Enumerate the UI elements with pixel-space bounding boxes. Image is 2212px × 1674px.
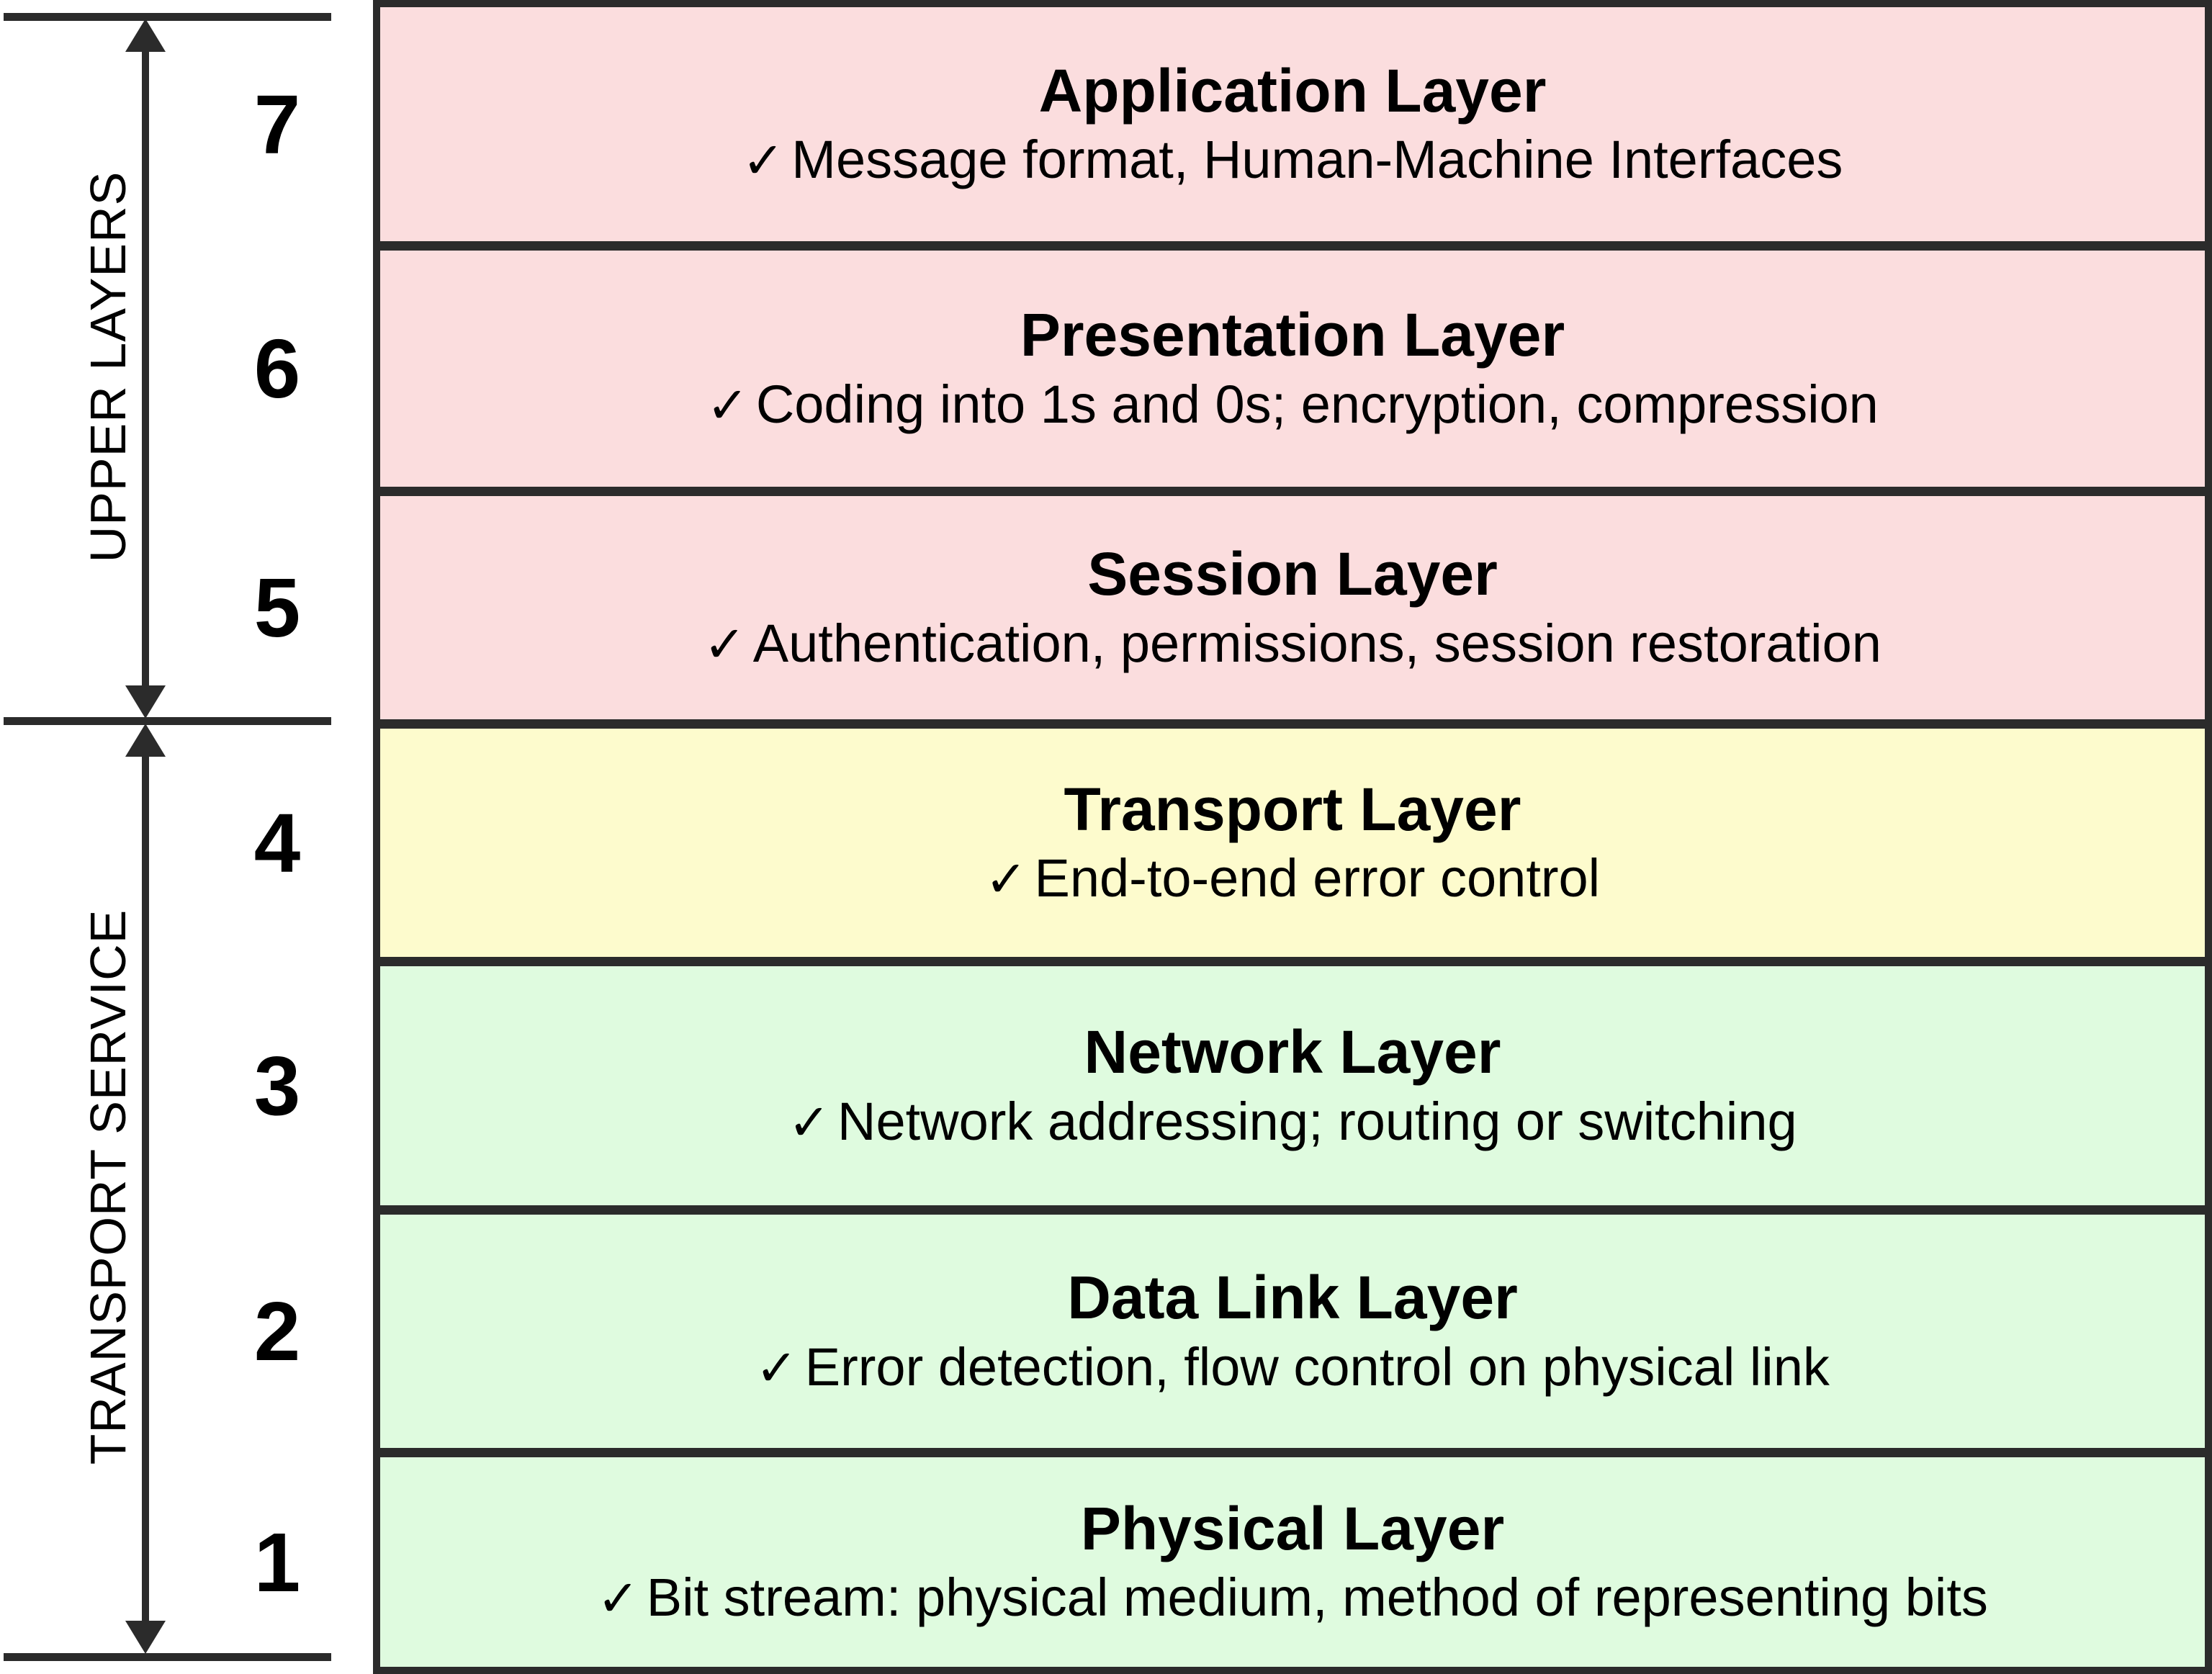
double-headed-arrow-icon [120, 19, 168, 719]
layer-description-text: Authentication, permissions, session res… [752, 613, 1881, 673]
bracket-label-transport-service: TRANSPORT SERVICE [0, 899, 216, 1479]
layer-title: Session Layer [1087, 540, 1498, 608]
arrow-head-down-icon [125, 1621, 166, 1654]
layer-description-text: End-to-end error control [1034, 848, 1601, 909]
divider-top [4, 13, 331, 21]
check-icon: ✓ [984, 851, 1028, 908]
layer-title: Network Layer [1084, 1018, 1501, 1086]
bracket-group-upper-layers: UPPER LAYERS [0, 19, 216, 719]
layer-description: ✓End-to-end error control [985, 850, 1600, 906]
check-icon: ✓ [703, 616, 746, 672]
bracket-group-transport-service: TRANSPORT SERVICE [0, 724, 216, 1654]
layer-description: ✓Authentication, permissions, session re… [703, 616, 1881, 672]
layer-description: ✓Network addressing; routing or switchin… [788, 1094, 1797, 1150]
layer-description: ✓Bit stream: physical medium, method of … [597, 1570, 1988, 1626]
check-icon: ✓ [742, 132, 785, 189]
layer-title: Presentation Layer [1020, 301, 1565, 369]
arrow-shaft [142, 734, 149, 1644]
layer-stack: Application Layer✓Message format, Human-… [373, 0, 2212, 1674]
layer-description-text: Error detection, flow control on physica… [804, 1336, 1830, 1397]
arrow-shaft [142, 29, 149, 708]
check-icon: ✓ [597, 1570, 639, 1627]
layer-number-6: 6 [253, 322, 301, 415]
layer-row-1[interactable]: Physical Layer ✓Bit stream: physical medi… [373, 1450, 2212, 1674]
layer-title: Data Link Layer [1067, 1264, 1518, 1332]
layer-description: ✓Error detection, flow control on physic… [755, 1339, 1830, 1395]
layer-number-3: 3 [253, 1039, 301, 1133]
layer-row-4[interactable]: Transport Layer ✓End-to-end error control [373, 721, 2212, 964]
layer-row-7[interactable]: Application Layer ✓Message format, Human-… [373, 0, 2212, 248]
layer-number-5: 5 [253, 561, 301, 654]
check-icon: ✓ [706, 377, 749, 433]
double-headed-arrow-icon [120, 724, 168, 1654]
layer-description: ✓Coding into 1s and 0s; encryption, comp… [706, 377, 1879, 433]
check-icon: ✓ [755, 1339, 798, 1396]
layer-row-5[interactable]: Session Layer ✓Authentication, permission… [373, 489, 2212, 726]
layer-description-text: Network addressing; routing or switching [837, 1091, 1797, 1151]
layer-number-7: 7 [253, 77, 301, 171]
divider-bottom [4, 1653, 331, 1661]
layer-number-column: 7 6 5 4 3 2 1 [216, 0, 338, 1674]
divider-middle [4, 717, 331, 725]
layer-title: Physical Layer [1080, 1494, 1505, 1562]
bracket-column: UPPER LAYERS TRANSPORT SERVICE [0, 0, 338, 1674]
layer-title: Application Layer [1038, 56, 1547, 125]
layer-description: ✓Message format, Human-Machine Interface… [742, 132, 1843, 188]
layer-row-2[interactable]: Data Link Layer ✓Error detection, flow co… [373, 1207, 2212, 1455]
layer-description-text: Message format, Human-Machine Interfaces [791, 130, 1843, 190]
layer-description-text: Bit stream: physical medium, method of r… [646, 1567, 1988, 1628]
layer-row-6[interactable]: Presentation Layer ✓Coding into 1s and 0s… [373, 243, 2212, 494]
bracket-label-upper-layers: UPPER LAYERS [0, 161, 216, 577]
layer-number-1: 1 [253, 1515, 301, 1609]
layer-row-3[interactable]: Network Layer ✓Network addressing; routin… [373, 959, 2212, 1212]
layer-number-4: 4 [253, 796, 301, 890]
arrow-head-down-icon [125, 685, 166, 719]
check-icon: ✓ [788, 1094, 831, 1151]
layer-description-text: Coding into 1s and 0s; encryption, compr… [755, 374, 1879, 434]
layer-number-2: 2 [253, 1284, 301, 1378]
layer-title: Transport Layer [1064, 775, 1521, 843]
